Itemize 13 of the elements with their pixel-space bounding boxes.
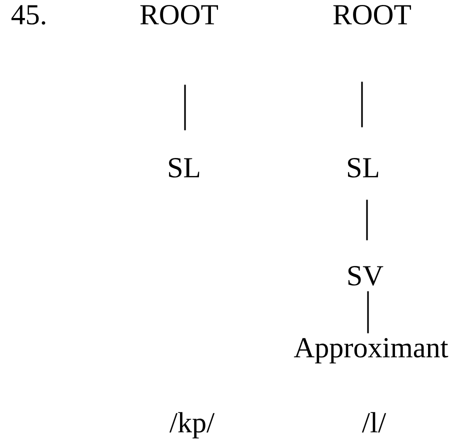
tree-node-label: SL — [169, 158, 200, 178]
phoneme-label: /kp/ — [169, 412, 215, 438]
phoneme-label: /l/ — [362, 412, 386, 433]
tree-branch-line — [184, 84, 186, 130]
tree-branch-line — [361, 82, 363, 128]
tree-node-label: ROOT — [140, 5, 218, 25]
tree-node-label: Approximant — [294, 338, 448, 364]
tree-branch-line — [366, 200, 368, 240]
tree-node-label: SV — [348, 266, 384, 286]
tree-node-label: SL — [348, 158, 378, 178]
tree-branch-line — [367, 291, 369, 334]
tree-node-label: ROOT — [333, 5, 411, 25]
example-number: 45. — [11, 5, 46, 25]
